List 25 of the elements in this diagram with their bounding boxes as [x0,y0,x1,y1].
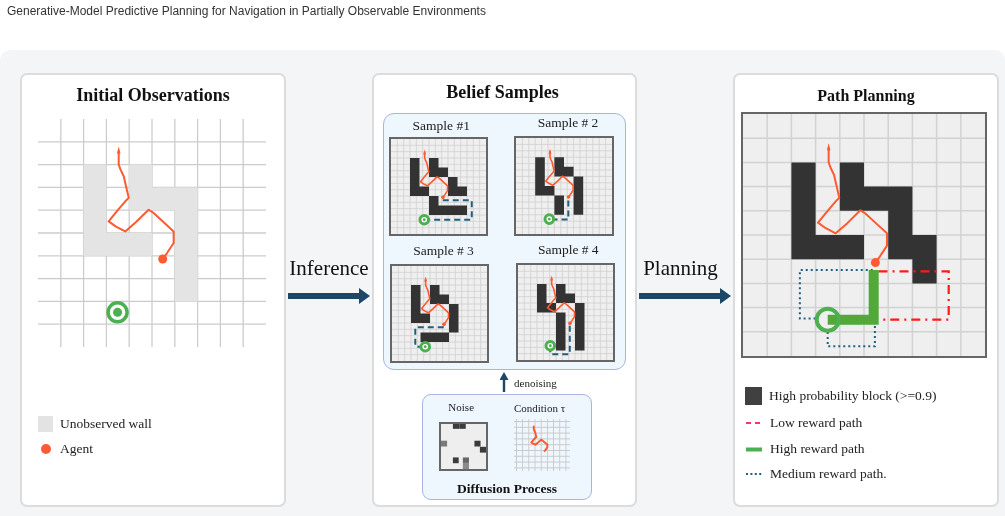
panel-card [20,73,286,507]
arrow [288,288,370,304]
group-box [383,113,626,370]
arrow [499,372,509,392]
panel-title: Initial Observations [76,84,230,106]
process-box [422,394,592,500]
process-title: Diffusion Process [457,481,557,497]
legend-label: Medium reward path. [770,466,887,482]
grid-caption: Sample # 4 [537,241,599,258]
grid-caption: Sample #1 [412,117,470,134]
arrow [639,288,731,304]
grid-caption: Sample # 3 [413,242,474,259]
panel-title: Belief Samples [446,81,559,103]
figure-title: Generative-Model Predictive Planning for Navigation in Partially Observable Environments [7,4,486,19]
grid-caption: Condition τ [513,402,566,416]
panel-card [733,73,999,507]
panel-title: Path Planning [817,85,915,105]
legend-label: High reward path [770,441,865,457]
grid-caption: Sample # 2 [537,114,599,131]
legend-label: Low reward path [770,415,863,431]
grid-caption: Noise [448,401,475,415]
legend-label: Unobserved wall [60,416,152,432]
legend-label: Agent [60,441,93,457]
panel-card [372,73,637,507]
legend-label: High probability block (>=0.9) [769,388,937,404]
